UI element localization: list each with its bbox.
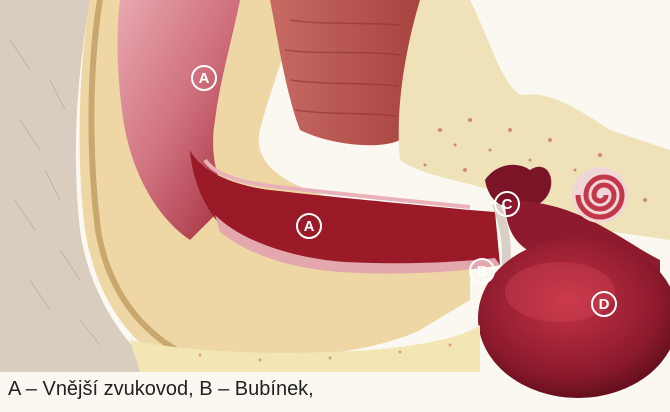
label-marker-c: C bbox=[494, 191, 520, 217]
label-marker-a-outer: A bbox=[191, 65, 217, 91]
label-marker-b: B bbox=[469, 258, 495, 284]
label-marker-a-canal: A bbox=[296, 213, 322, 239]
cochlea bbox=[572, 167, 628, 223]
label-marker-d: D bbox=[591, 291, 617, 317]
figure-caption: A – Vnější zvukovod, B – Bubínek, bbox=[8, 378, 314, 401]
